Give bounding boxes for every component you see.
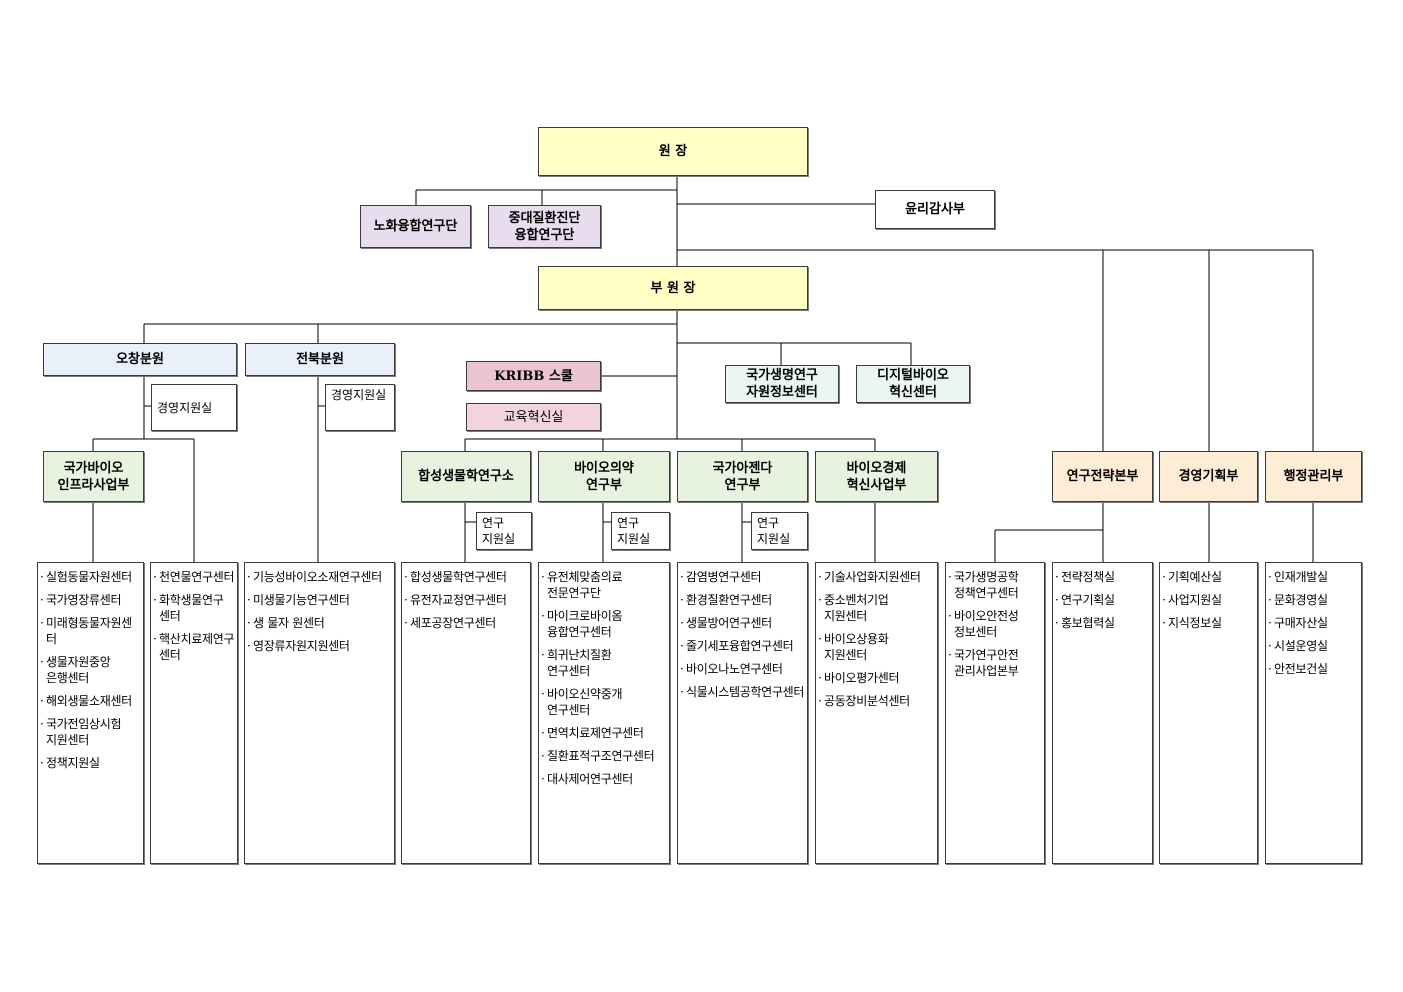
list-item: 바이오평가센터 (818, 670, 935, 686)
list-item: 세포공장연구센터 (404, 615, 528, 631)
list-item: 공동장비분석센터 (818, 693, 935, 709)
list-item: 천연물연구센터 (153, 569, 235, 585)
list-item: 바이오신약중개 연구센터 (541, 686, 667, 718)
list-item: 실험동물자원센터 (40, 569, 141, 585)
list-item: 인재개발실 (1268, 569, 1359, 585)
list-item: 국가영장류센터 (40, 592, 141, 608)
biomed-research-support-office: 연구 지원실 (611, 512, 670, 550)
disease-diagnosis-group: 중대질환진단 융합연구단 (488, 205, 601, 248)
education-innovation-office: 교육혁신실 (466, 403, 601, 431)
bioeco-centers-list: 기술사업화지원센터중소벤처기업 지원센터바이오상용화 지원센터바이오평가센터공동… (815, 562, 938, 864)
management-planning-division: 경영기획부 (1159, 451, 1258, 502)
biomedicine-division: 바이오의약 연구부 (538, 451, 670, 502)
administration-division: 행정관리부 (1265, 451, 1362, 502)
bioeconomy-division: 바이오경제 혁신사업부 (815, 451, 938, 502)
list-item: 바이오상용화 지원센터 (818, 631, 935, 663)
admin-offices-list: 인재개발실문화경영실구매자산실시설운영실안전보건실 (1265, 562, 1362, 864)
strategy-centers-list: 국가생명공학 정책연구센터바이오안전성 정보센터국가연구안전 관리사업본부 (945, 562, 1045, 864)
vice-director-box: 부 원 장 (538, 266, 808, 310)
list-item: 유전자교정연구센터 (404, 592, 528, 608)
list-item: 영장류자원지원센터 (247, 638, 392, 654)
list-item: 화학생물연구 센터 (153, 592, 235, 624)
synthetic-biology-institute: 합성생물학연구소 (401, 451, 531, 502)
list-item: 미래형동물자원센터 (40, 615, 141, 647)
list-item: 질환표적구조연구센터 (541, 748, 667, 764)
synbio-research-support-office: 연구 지원실 (476, 512, 532, 550)
list-item: 국가생명공학 정책연구센터 (948, 569, 1042, 601)
list-item: 미생물기능연구센터 (247, 592, 392, 608)
list-item: 환경질환연구센터 (680, 592, 805, 608)
jeonbuk-support-office: 경영지원실 (325, 384, 395, 431)
strategy-offices-list: 전략정책실연구기획실홍보협력실 (1052, 562, 1153, 864)
director-box: 원 장 (538, 127, 808, 176)
list-item: 대사제어연구센터 (541, 771, 667, 787)
bio-infra-division: 국가바이오 인프라사업부 (43, 451, 144, 502)
list-item: 정책지원실 (40, 755, 141, 771)
management-offices-list: 기획예산실사업지원실지식정보실 (1159, 562, 1258, 864)
list-item: 사업지원실 (1162, 592, 1255, 608)
list-item: 바이오나노연구센터 (680, 661, 805, 677)
list-item: 감염병연구센터 (680, 569, 805, 585)
list-item: 유전체맞춤의료 전문연구단 (541, 569, 667, 601)
list-item: 지식정보실 (1162, 615, 1255, 631)
ethics-audit-office: 윤리감사부 (875, 190, 995, 229)
list-item: 합성생물학연구센터 (404, 569, 528, 585)
bio-resource-info-center: 국가생명연구 자원정보센터 (725, 365, 839, 403)
ochang-branch: 오창분원 (43, 343, 237, 376)
list-item: 안전보건실 (1268, 661, 1359, 677)
list-item: 국가연구안전 관리사업본부 (948, 647, 1042, 679)
agenda-research-support-office: 연구 지원실 (751, 512, 808, 550)
list-item: 해외생물소재센터 (40, 693, 141, 709)
list-item: 바이오안전성 정보센터 (948, 608, 1042, 640)
biomed-centers-list: 유전체맞춤의료 전문연구단마이크로바이옴 융합연구센터희귀난치질환 연구센터바이… (538, 562, 670, 864)
agenda-centers-list: 감염병연구센터환경질환연구센터생물방어연구센터줄기세포융합연구센터바이오나노연구… (677, 562, 808, 864)
list-item: 식물시스템공학연구센터 (680, 684, 805, 700)
list-item: 면역치료제연구센터 (541, 725, 667, 741)
national-agenda-division: 국가아젠다 연구부 (677, 451, 808, 502)
list-item: 생물방어연구센터 (680, 615, 805, 631)
research-strategy-headquarters: 연구전략본부 (1052, 451, 1153, 502)
infra-centers-list-a: 실험동물자원센터국가영장류센터미래형동물자원센터생물자원중앙 은행센터해외생물소… (37, 562, 144, 864)
list-item: 중소벤처기업 지원센터 (818, 592, 935, 624)
aging-convergence-group: 노화융합연구단 (360, 205, 471, 248)
kribb-school: KRIBB 스쿨 (466, 361, 601, 391)
list-item: 문화경영실 (1268, 592, 1359, 608)
list-item: 마이크로바이옴 융합연구센터 (541, 608, 667, 640)
list-item: 핵산치료제연구 센터 (153, 631, 235, 663)
list-item: 기능성바이오소재연구센터 (247, 569, 392, 585)
list-item: 희귀난치질환 연구센터 (541, 647, 667, 679)
jeonbuk-centers-list: 기능성바이오소재연구센터미생물기능연구센터생 물자 원센터영장류자원지원센터 (244, 562, 395, 864)
infra-centers-list-b: 천연물연구센터화학생물연구 센터핵산치료제연구 센터 (150, 562, 238, 864)
synbio-centers-list: 합성생물학연구센터유전자교정연구센터세포공장연구센터 (401, 562, 531, 864)
list-item: 전략정책실 (1055, 569, 1150, 585)
list-item: 구매자산실 (1268, 615, 1359, 631)
list-item: 생물자원중앙 은행센터 (40, 654, 141, 686)
list-item: 국가전임상시험 지원센터 (40, 716, 141, 748)
list-item: 줄기세포융합연구센터 (680, 638, 805, 654)
list-item: 기술사업화지원센터 (818, 569, 935, 585)
list-item: 시설운영실 (1268, 638, 1359, 654)
ochang-support-office: 경영지원실 (151, 384, 237, 431)
list-item: 기획예산실 (1162, 569, 1255, 585)
list-item: 생 물자 원센터 (247, 615, 392, 631)
list-item: 홍보협력실 (1055, 615, 1150, 631)
digital-bio-innovation-center: 디지털바이오 혁신센터 (856, 365, 970, 403)
list-item: 연구기획실 (1055, 592, 1150, 608)
jeonbuk-branch: 전북분원 (245, 343, 395, 376)
